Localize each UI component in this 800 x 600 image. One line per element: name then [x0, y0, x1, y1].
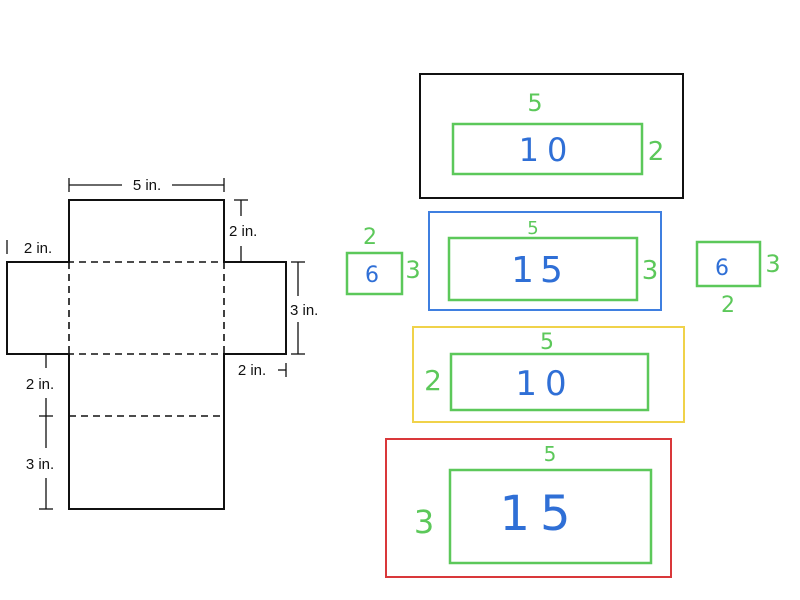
small-face-bottom-label: 2 — [721, 293, 735, 318]
small-face-area: 6 — [365, 263, 379, 288]
bottom-face-label: 3 in. — [26, 456, 54, 473]
face-side-label: 2 — [648, 137, 665, 167]
small-face-right: 6 2 3 — [695, 240, 781, 318]
small-face-rect — [695, 240, 762, 288]
face-side-label: 2 — [424, 364, 442, 397]
top-width-label: 5 in. — [133, 177, 161, 194]
face-rect — [451, 122, 644, 176]
face-red: 15 5 3 — [385, 438, 672, 578]
small-face-rect — [345, 251, 404, 296]
face-side-label: 3 — [642, 256, 659, 286]
face-rect — [448, 468, 653, 565]
face-top-label: 5 — [544, 442, 557, 466]
face-rect — [447, 236, 639, 302]
small-face-side-label: 3 — [765, 250, 780, 278]
frame-red — [385, 438, 672, 578]
small-face-left: 6 2 3 — [345, 225, 421, 296]
face-top-label: 5 — [527, 89, 542, 117]
face-blue: 15 5 3 — [428, 211, 662, 311]
face-rect — [449, 352, 650, 412]
face-black: 10 5 2 — [419, 73, 684, 199]
small-face-top-label: 2 — [363, 225, 377, 250]
lower-face-label: 2 in. — [26, 376, 54, 393]
left-flap-label: 2 in. — [24, 240, 52, 257]
face-side-label: 3 — [414, 503, 434, 541]
dimension-markers — [6, 178, 305, 510]
small-face-side-label: 3 — [405, 256, 420, 284]
top-face-height-label: 2 in. — [229, 223, 257, 240]
face-top-label: 5 — [527, 218, 538, 239]
face-area: 10 — [515, 364, 574, 404]
right-flap-label: 2 in. — [238, 362, 266, 379]
small-face-area: 6 — [715, 256, 729, 281]
face-yellow: 10 5 2 — [412, 326, 685, 423]
face-area: 10 — [519, 131, 576, 169]
rectangular-prism-net — [6, 178, 305, 510]
frame-blue — [428, 211, 662, 311]
frame-black — [419, 73, 684, 199]
face-area: 15 — [499, 486, 580, 542]
face-top-label: 5 — [540, 330, 554, 355]
side-height-label: 3 in. — [290, 302, 318, 319]
face-area: 15 — [511, 250, 569, 291]
frame-yellow — [412, 326, 685, 423]
